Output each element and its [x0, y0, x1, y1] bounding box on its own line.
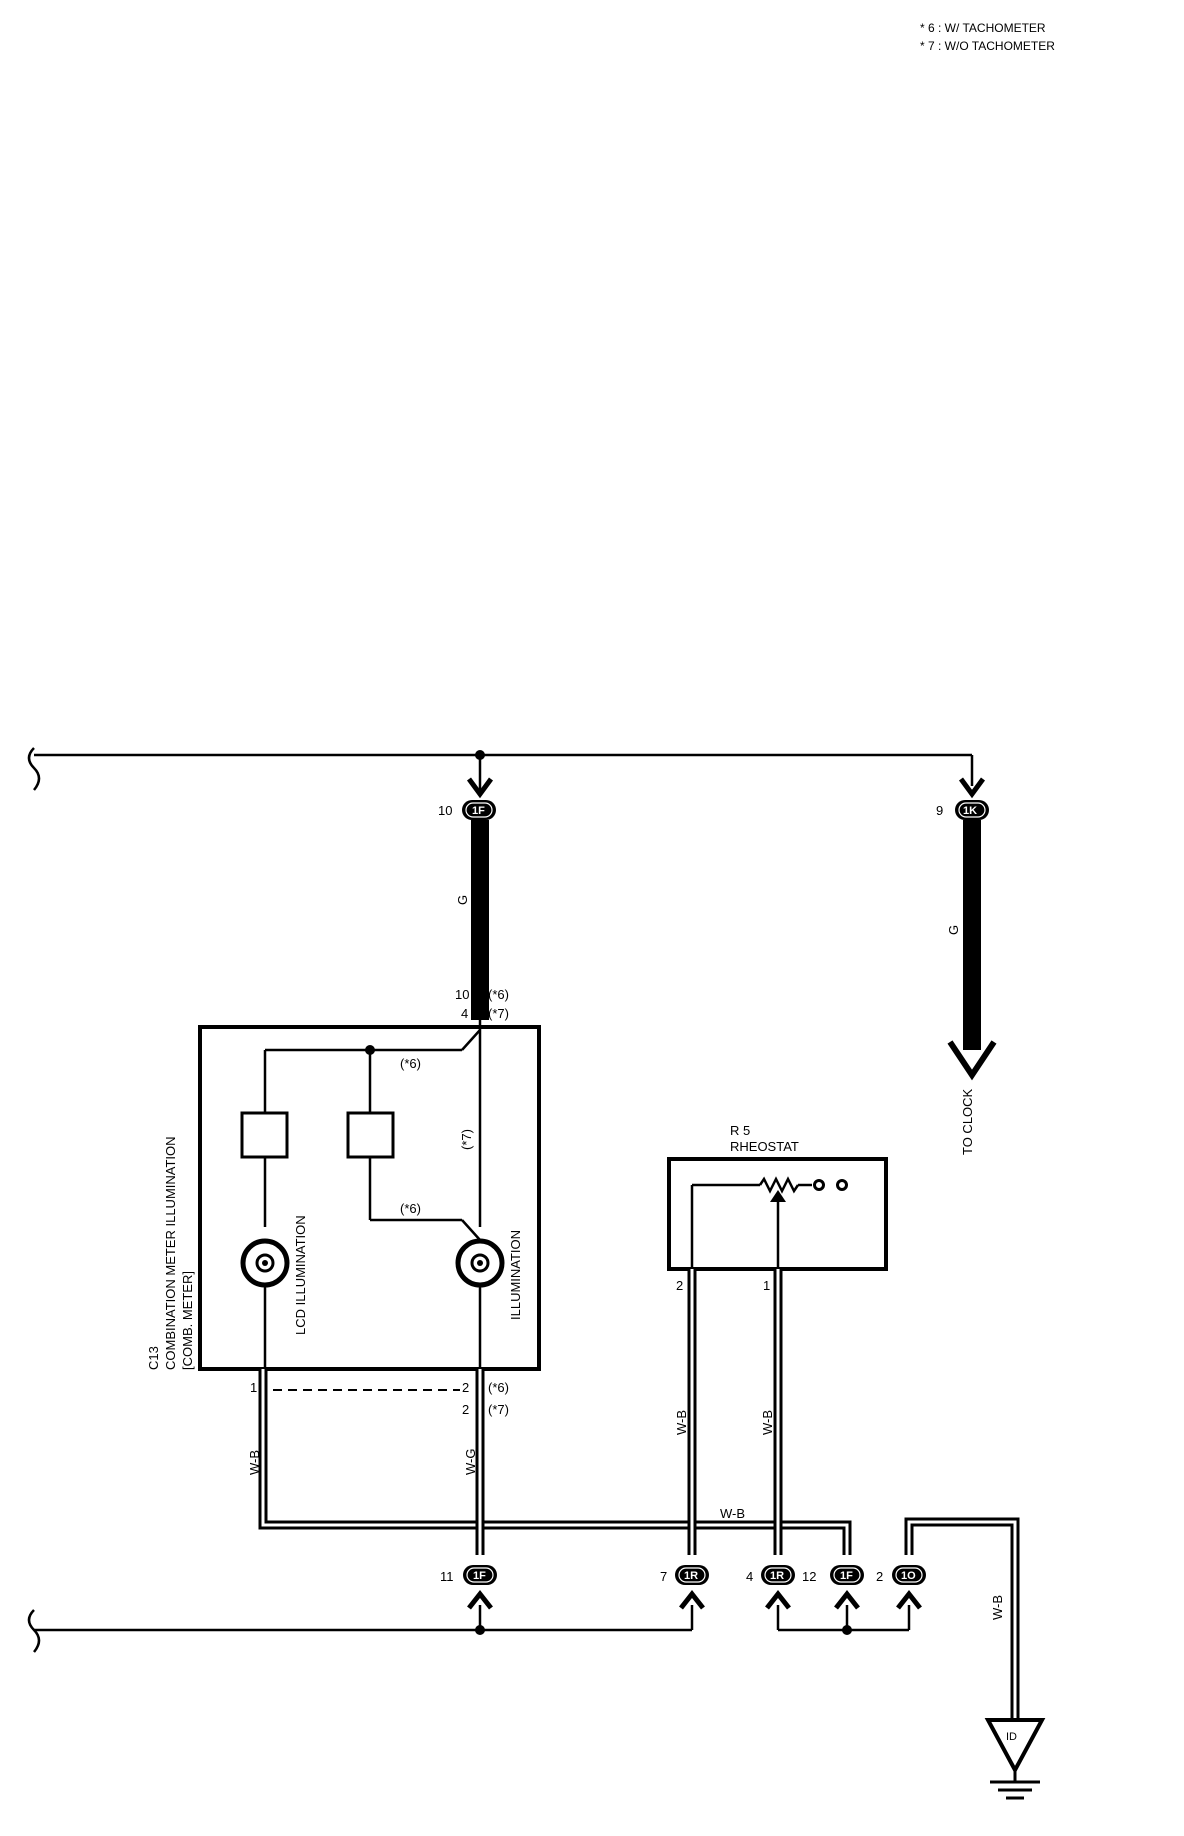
meter-alt-name: [COMB. METER] [180, 1271, 195, 1370]
top-bus [27, 747, 974, 791]
wire-color-label: W-B [760, 1410, 775, 1435]
wire-wb-meter [258, 1369, 852, 1555]
junction-dot [475, 1625, 485, 1635]
lcd-bulb-icon [240, 1238, 290, 1288]
meter-internal-wiring [263, 1020, 482, 1369]
svg-text:1R: 1R [684, 1570, 698, 1582]
wire-color-label: W-B [990, 1595, 1005, 1620]
connector-pin: 10 [438, 803, 452, 818]
connector-1K-top: 9 1K [936, 800, 989, 820]
inner-note: (*7) [459, 1129, 474, 1150]
pin-label: 2 [462, 1402, 469, 1417]
wire-wb-ground [904, 1517, 1020, 1720]
inner-note: (*6) [400, 1056, 421, 1071]
connector-pin: 9 [936, 803, 943, 818]
resistor-block [240, 1111, 289, 1159]
pin-label: 2 [462, 1380, 469, 1395]
connector-code: 1K [963, 805, 977, 817]
wire-wb-rheostat [687, 1269, 783, 1555]
arrow-down-icon [947, 1040, 997, 1081]
note-wo-tachometer: * 7 : W/O TACHOMETER [920, 39, 1055, 53]
wire-color-label: G [455, 895, 470, 905]
wiper-arrow-icon [770, 1190, 786, 1202]
pin-label: 10 [455, 987, 469, 1002]
wire-color-label: W-G [463, 1449, 478, 1475]
svg-text:1F: 1F [473, 1570, 486, 1582]
connector-pin: 11 [440, 1569, 454, 1584]
connector-1F-b: 12 1F [802, 1565, 864, 1610]
connector-arrow-icon [958, 777, 986, 799]
pin-label: 4 [461, 1006, 468, 1021]
pin-label: 2 [676, 1278, 683, 1293]
wire-g-clock [963, 820, 981, 1050]
connector-1R-a: 7 1R [660, 1565, 709, 1610]
wire-g-main [471, 820, 489, 1020]
connector-1R-b: 4 1R [746, 1565, 795, 1610]
rheostat-internal [690, 1176, 812, 1269]
ground-icon [984, 1718, 1046, 1800]
connector-1F-top: 10 1F [438, 800, 496, 820]
junction-dot [365, 1045, 375, 1055]
meter-name: COMBINATION METER ILLUMINATION [163, 1136, 178, 1370]
to-clock-label: TO CLOCK [960, 1088, 975, 1155]
terminal-icon [813, 1179, 825, 1191]
resistor-block [346, 1111, 395, 1159]
connector-arrow-icon [466, 777, 494, 799]
connector-pin: 4 [746, 1569, 753, 1584]
pin-note: (*7) [488, 1402, 509, 1417]
connector-code: 1F [472, 805, 485, 817]
inner-note: (*6) [400, 1201, 421, 1216]
note-w-tachometer: * 6 : W/ TACHOMETER [920, 21, 1046, 35]
connector-1O: 2 1O [876, 1565, 926, 1610]
junction-dot [842, 1625, 852, 1635]
wire-color-label: G [946, 925, 961, 935]
connector-pin: 7 [660, 1569, 667, 1584]
bottom-bus [27, 1605, 911, 1653]
pin-label: 1 [763, 1278, 770, 1293]
rheostat-code: R 5 [730, 1123, 750, 1138]
ground-code: ID [1006, 1731, 1017, 1743]
connector-1F-bottom: 11 1F [440, 1565, 497, 1610]
svg-text:1R: 1R [770, 1570, 784, 1582]
pin-note: (*6) [488, 1380, 509, 1395]
connector-pin: 2 [876, 1569, 883, 1584]
wire-color-label: W-B [720, 1506, 745, 1521]
connector-pin: 12 [802, 1569, 816, 1584]
pin-note: (*7) [488, 1006, 509, 1021]
lcd-illumination-label: LCD ILLUMINATION [293, 1215, 308, 1335]
illumination-label: ILLUMINATION [508, 1230, 523, 1320]
svg-text:1O: 1O [901, 1570, 916, 1582]
wire-color-label: W-B [247, 1450, 262, 1475]
wire-color-label: W-B [674, 1410, 689, 1435]
illumination-bulb-icon [455, 1238, 505, 1288]
meter-box [198, 1025, 541, 1371]
svg-text:1F: 1F [840, 1570, 853, 1582]
pin-note: (*6) [488, 987, 509, 1002]
meter-code: C13 [146, 1346, 161, 1370]
pin-label: 1 [250, 1380, 257, 1395]
terminal-icon [836, 1179, 848, 1191]
rheostat-name: RHEOSTAT [730, 1139, 799, 1154]
